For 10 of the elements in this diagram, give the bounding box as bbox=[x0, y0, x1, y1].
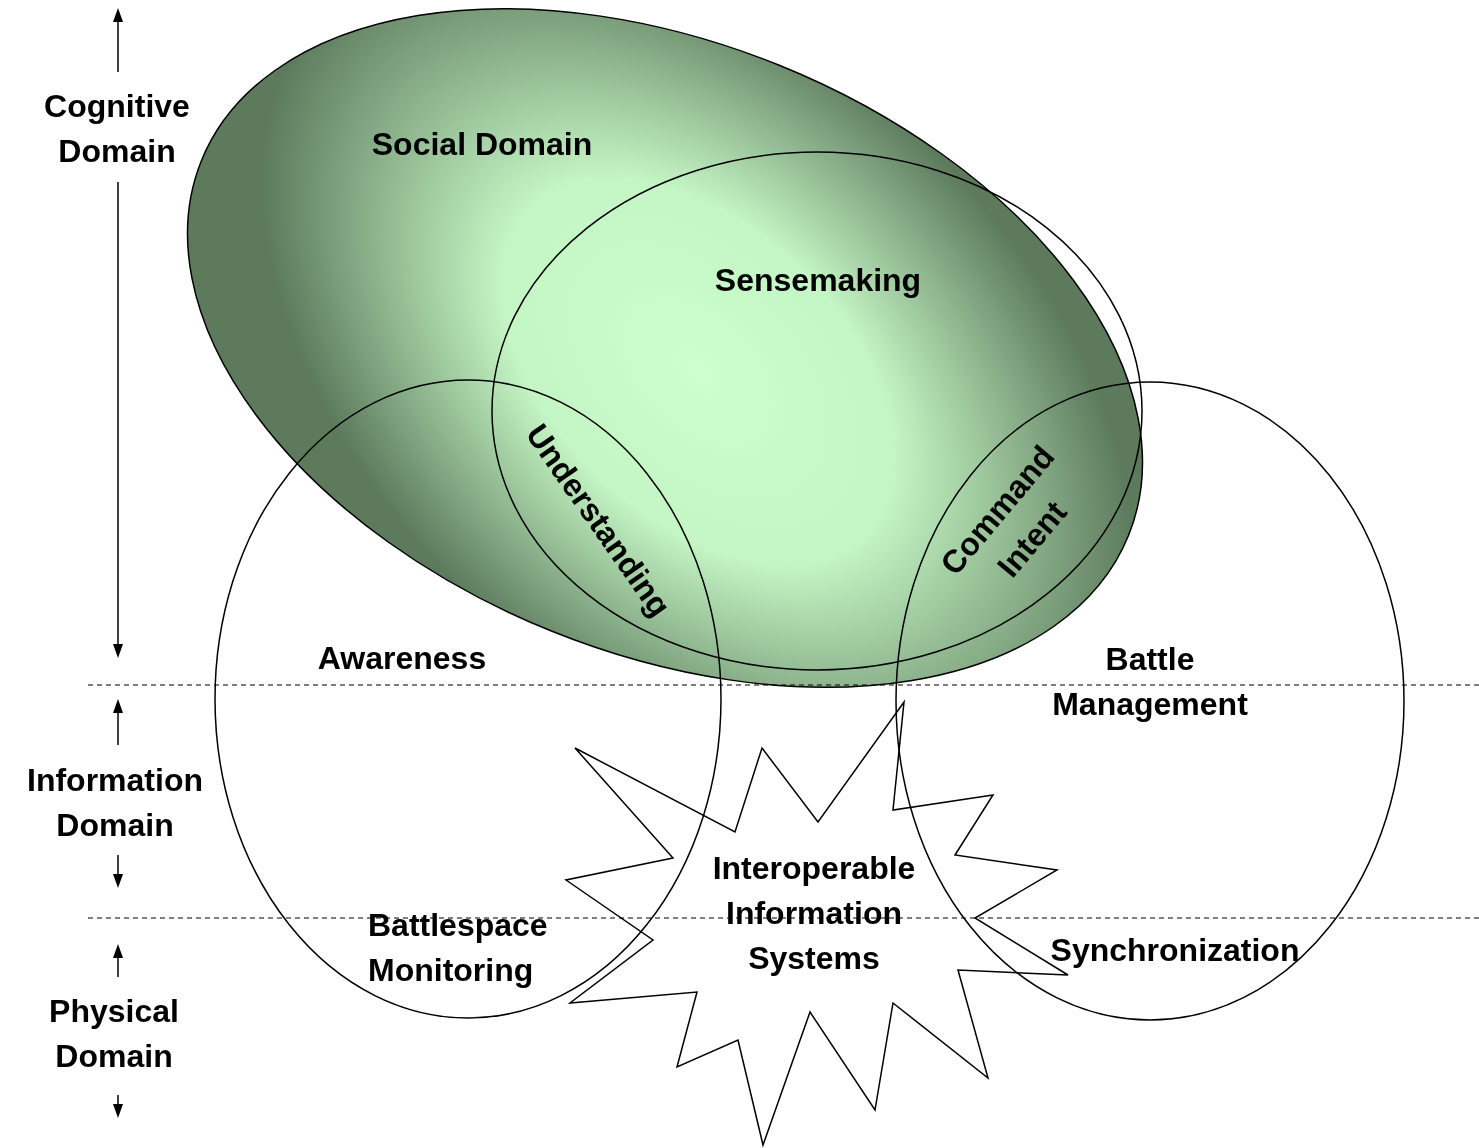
domain-label: Cognitive Domain bbox=[43, 87, 191, 171]
domain-label: Physical Domain bbox=[48, 992, 180, 1076]
region-label: Battlespace Monitoring bbox=[368, 906, 549, 990]
region-label: Awareness bbox=[316, 639, 488, 678]
region-label: Synchronization bbox=[1049, 931, 1301, 970]
region-label: Battle Management bbox=[1051, 640, 1249, 724]
region-label: Interoperable Information Systems bbox=[711, 849, 917, 978]
region-label: Sensemaking bbox=[713, 261, 923, 300]
domain-label: Information Domain bbox=[26, 761, 204, 845]
region-label: Social Domain bbox=[370, 125, 594, 164]
